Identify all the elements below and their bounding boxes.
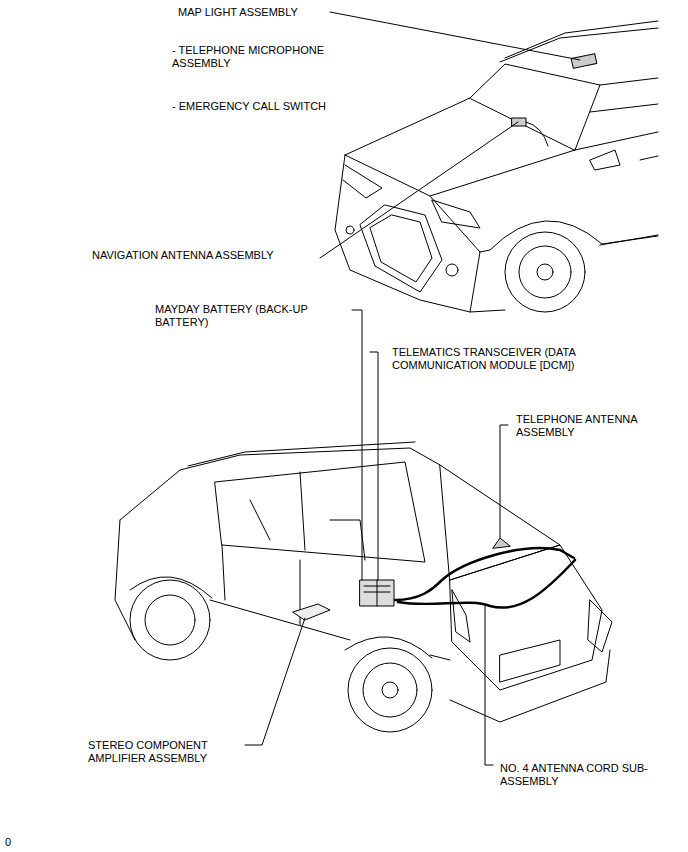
part-label: - EMERGENCY CALL SWITCH	[172, 100, 372, 113]
part-label: MAP LIGHT ASSEMBLY	[178, 6, 378, 19]
part-label: - TELEPHONE MICROPHONE ASSEMBLY	[172, 44, 347, 70]
part-label: STEREO COMPONENT AMPLIFIER ASSEMBLY	[88, 739, 236, 765]
part-label: 0	[5, 836, 25, 849]
part-label: NAVIGATION ANTENNA ASSEMBLY	[92, 249, 317, 262]
part-label: MAYDAY BATTERY (BACK-UP BATTERY)	[155, 303, 345, 329]
part-label: TELEMATICS TRANSCEIVER (DATA COMMUNICATI…	[392, 346, 632, 372]
part-label: TELEPHONE ANTENNA ASSEMBLY	[516, 413, 666, 439]
part-label: NO. 4 ANTENNA CORD SUB-ASSEMBLY	[500, 762, 650, 788]
